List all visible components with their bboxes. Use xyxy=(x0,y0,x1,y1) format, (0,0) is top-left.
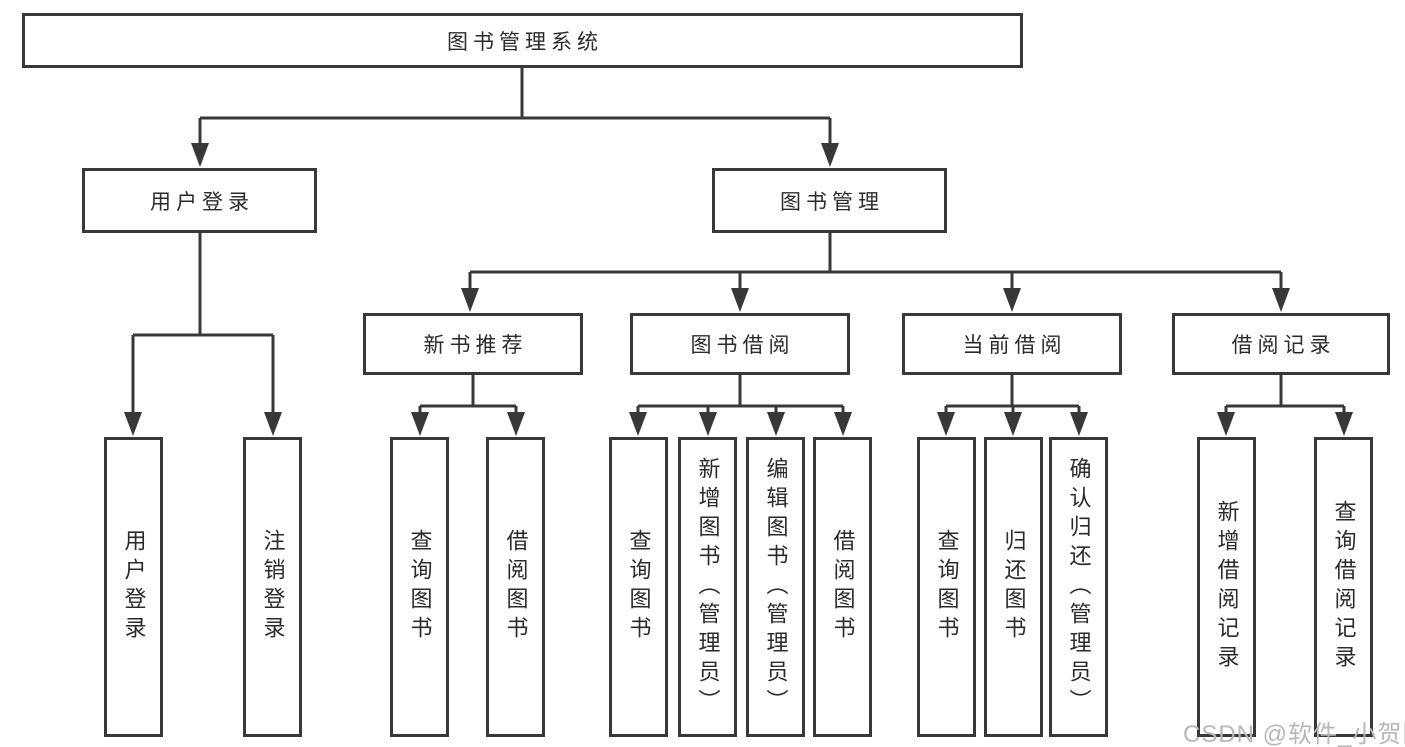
node-leaf-label: 用户登录 xyxy=(121,529,147,645)
node-book-borrowing: 图书借阅 xyxy=(630,313,850,375)
arrow-icon xyxy=(191,143,209,167)
node-current-borrowing: 当前借阅 xyxy=(902,313,1122,375)
arrow-icon xyxy=(1070,412,1088,436)
arrow-icon xyxy=(834,412,852,436)
node-leaf-label: 查询图书 xyxy=(626,529,652,645)
node-leaf-label: 查询借阅记录 xyxy=(1331,500,1357,674)
csdn-watermark: CSDN @软件_小贺同学 xyxy=(1183,721,1405,747)
node-leaf-cb-confirm-return-admin: 确认归还（管理员） xyxy=(1049,437,1108,737)
node-leaf-cb-return-books: 归还图书 xyxy=(984,437,1043,737)
node-leaf-bb-query-books: 查询图书 xyxy=(609,437,668,737)
node-borrowing-records: 借阅记录 xyxy=(1172,313,1390,375)
arrow-icon xyxy=(461,288,479,312)
arrow-icon xyxy=(629,412,647,436)
node-book-management-label: 图书管理 xyxy=(780,190,884,214)
node-leaf-label: 新增图书（管理员） xyxy=(695,456,721,718)
node-leaf-label: 编辑图书（管理员） xyxy=(763,456,789,718)
arrow-icon xyxy=(731,288,749,312)
node-leaf-label: 注销登录 xyxy=(260,529,286,645)
node-leaf-label: 归还图书 xyxy=(1001,529,1027,645)
arrow-icon xyxy=(1272,288,1290,312)
node-user-login: 用户登录 xyxy=(82,168,317,233)
node-leaf-bb-edit-books-admin: 编辑图书（管理员） xyxy=(746,437,805,737)
node-borrowing-records-label: 借阅记录 xyxy=(1231,334,1336,357)
node-leaf-nbr-borrow-books: 借阅图书 xyxy=(486,437,545,737)
node-leaf-br-query-record: 查询借阅记录 xyxy=(1314,437,1373,737)
node-leaf-nbr-query-books: 查询图书 xyxy=(390,437,449,737)
node-leaf-bb-add-books-admin: 新增图书（管理员） xyxy=(678,437,737,737)
arrow-icon xyxy=(1217,412,1235,436)
node-leaf-bb-borrow-books: 借阅图书 xyxy=(813,437,872,737)
arrowheads xyxy=(124,143,1353,436)
node-leaf-logout: 注销登录 xyxy=(243,437,302,737)
arrow-icon xyxy=(1003,288,1021,312)
node-leaf-label: 查询图书 xyxy=(407,529,433,645)
arrow-icon xyxy=(411,412,429,436)
node-book-borrowing-label: 图书借阅 xyxy=(690,334,795,357)
node-new-book-recommend-label: 新书推荐 xyxy=(423,334,528,357)
arrow-icon xyxy=(767,412,785,436)
arrow-icon xyxy=(937,412,955,436)
node-new-book-recommend: 新书推荐 xyxy=(363,313,583,375)
arrow-icon xyxy=(1004,412,1022,436)
node-leaf-label: 借阅图书 xyxy=(503,529,529,645)
node-leaf-label: 查询图书 xyxy=(934,529,960,645)
node-book-management: 图书管理 xyxy=(712,168,947,233)
node-leaf-label: 借阅图书 xyxy=(830,529,856,645)
node-leaf-label: 新增借阅记录 xyxy=(1214,500,1240,674)
node-leaf-cb-query-books: 查询图书 xyxy=(917,437,976,737)
node-root-label: 图书管理系统 xyxy=(447,30,603,54)
arrow-icon xyxy=(124,412,142,436)
arrow-icon xyxy=(699,412,717,436)
node-user-login-label: 用户登录 xyxy=(150,190,254,214)
arrow-icon xyxy=(264,412,282,436)
node-current-borrowing-label: 当前借阅 xyxy=(962,334,1067,357)
node-leaf-user-login: 用户登录 xyxy=(104,437,163,737)
arrow-icon xyxy=(1335,412,1353,436)
node-leaf-br-add-record: 新增借阅记录 xyxy=(1197,437,1256,737)
arrow-icon xyxy=(821,143,839,167)
node-leaf-label: 确认归还（管理员） xyxy=(1066,456,1092,718)
node-root: 图书管理系统 xyxy=(22,13,1023,68)
arrow-icon xyxy=(507,412,525,436)
